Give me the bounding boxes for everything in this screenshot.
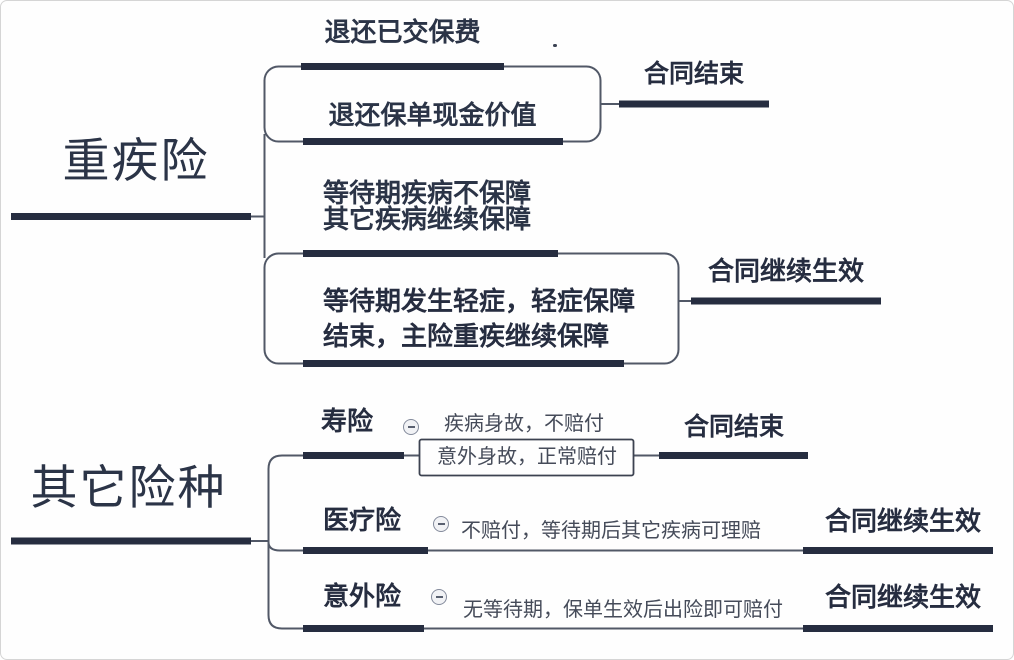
accident-death-note-box	[418, 438, 635, 477]
note-accident[interactable]: 无等待期，保单生效后出险即可赔付	[463, 599, 783, 621]
note-medical[interactable]: 不赔付，等待期后其它疾病可理赔	[461, 520, 761, 542]
stray-mark	[553, 44, 557, 47]
node-life-insurance[interactable]: 寿险	[321, 406, 374, 436]
note-disease-death[interactable]: 疾病身故，不赔付	[444, 413, 604, 435]
collapse-minus-icon[interactable]	[403, 419, 419, 435]
node-accident-insurance[interactable]: 意外险	[323, 581, 402, 611]
node-refund-premium[interactable]: 退还已交保费	[324, 18, 481, 47]
node-contract-continue-medical[interactable]: 合同继续生效	[824, 506, 981, 536]
collapse-minus-icon[interactable]	[431, 589, 447, 605]
node-other-types-title[interactable]: 其它险种	[30, 463, 227, 515]
node-refund-cash-value[interactable]: 退还保单现金价值	[328, 101, 537, 130]
node-contract-continue-accident[interactable]: 合同继续生效	[824, 582, 981, 612]
node-waiting-period[interactable]: 等待期疾病不保障 其它疾病继续保障	[323, 179, 532, 234]
node-contract-end-bottom[interactable]: 合同结束	[683, 413, 784, 441]
bracket-other-types	[267, 454, 303, 630]
node-mild-illness[interactable]: 等待期发生轻症，轻症保障 结束，主险重疾继续保障	[323, 286, 636, 351]
note-accident-death[interactable]: 意外身故，正常赔付	[437, 446, 617, 468]
node-contract-end-top[interactable]: 合同结束	[643, 60, 744, 88]
collapse-minus-icon[interactable]	[433, 516, 449, 532]
node-medical-insurance[interactable]: 医疗险	[323, 505, 402, 535]
node-contract-continue-top[interactable]: 合同继续生效	[707, 256, 864, 286]
node-critical-illness-title[interactable]: 重疾险	[62, 136, 210, 188]
